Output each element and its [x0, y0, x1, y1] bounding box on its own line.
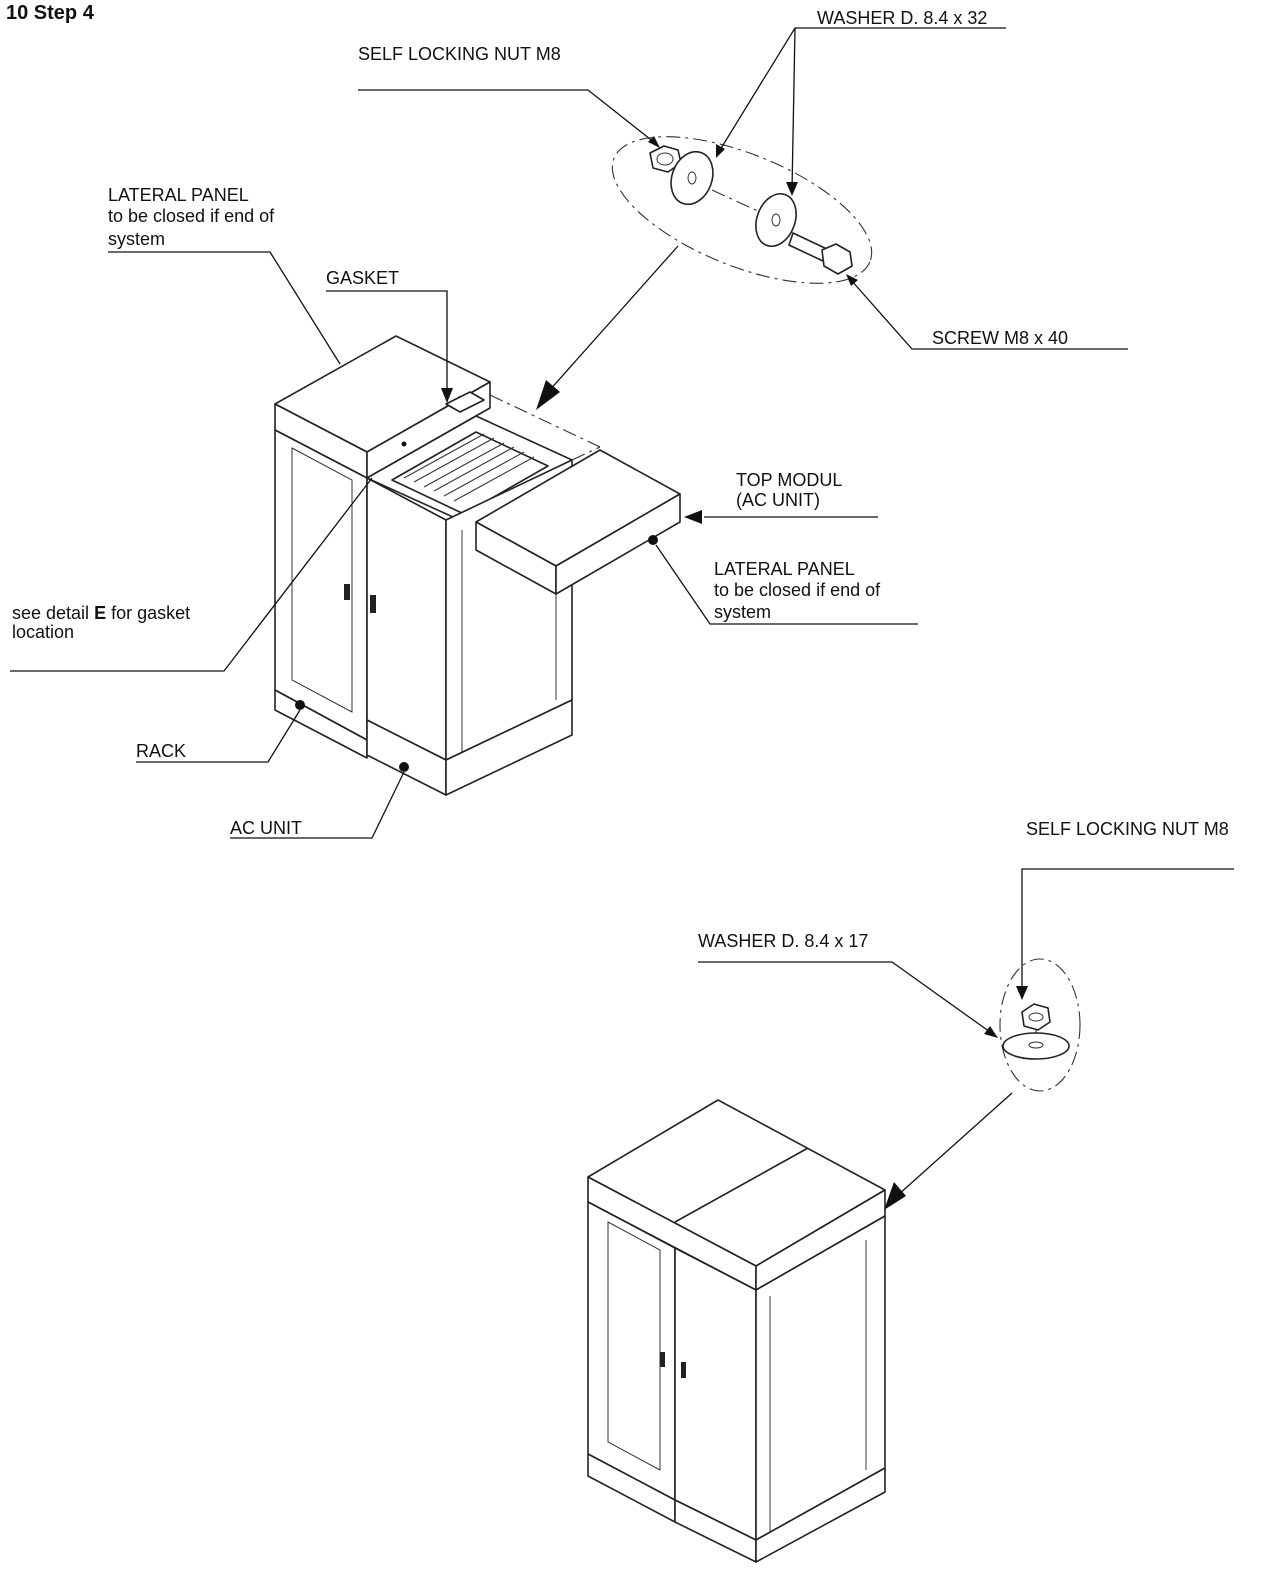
rack-glass-door — [291, 447, 353, 713]
rack-front — [274, 429, 368, 741]
gasket-label: GASKET — [326, 268, 399, 288]
lateral-panel-line2: to be closed if end of — [108, 206, 275, 226]
detail-ellipse — [999, 958, 1081, 1092]
lateral-panel-line2: to be closed if end of — [714, 580, 881, 600]
lateral-panel-title: LATERAL PANEL — [108, 185, 249, 205]
hardware-detail-upper — [358, 27, 1128, 410]
washer-icon — [755, 193, 797, 247]
see-detail-line1: see detail E for gasket — [12, 603, 190, 623]
lateral-panel-title: LATERAL PANEL — [714, 559, 855, 579]
top-modul-label: TOP MODUL (AC UNIT) — [736, 470, 842, 510]
self-locking-nut-label: SELF LOCKING NUT M8 — [358, 44, 561, 64]
washer-17-label: WASHER D. 8.4 x 17 — [698, 931, 868, 951]
washer-icon — [1002, 1032, 1070, 1060]
grille — [403, 433, 535, 502]
ac-unit-label: AC UNIT — [230, 818, 302, 838]
lateral-panel-label-right: LATERAL PANEL to be closed if end of sys… — [714, 559, 881, 622]
hardware-detail-lower — [698, 868, 1234, 1210]
washer-icon — [670, 150, 714, 206]
ac-unit-front — [366, 477, 447, 761]
see-detail-label: see detail E for gasket location — [12, 603, 190, 642]
nut-icon — [1021, 1003, 1051, 1031]
step-title: 10 Step 4 — [6, 2, 95, 24]
screw-icon — [788, 232, 853, 275]
rack-marker — [295, 700, 305, 710]
ac-unit-marker — [399, 762, 409, 772]
top-modul-subtitle: (AC UNIT) — [736, 490, 820, 510]
rack-glass-door — [607, 1221, 661, 1471]
washer-32-label: WASHER D. 8.4 x 32 — [817, 8, 987, 28]
lower-cabinet-assembly — [587, 1099, 886, 1563]
lateral-panel-line3: system — [714, 602, 771, 622]
rack-label: RACK — [136, 741, 186, 761]
lateral-panel-label-left: LATERAL PANEL to be closed if end of sys… — [108, 185, 275, 249]
screw-label: SCREW M8 x 40 — [932, 328, 1068, 348]
top-modul-title: TOP MODUL — [736, 470, 842, 490]
rack-front — [587, 1201, 676, 1501]
see-detail-line2: location — [12, 622, 74, 642]
lateral-panel-line3: system — [108, 229, 165, 249]
gasket-frame — [391, 431, 549, 515]
detail-ellipse — [611, 136, 873, 284]
ac-unit-front — [674, 1247, 757, 1541]
self-locking-nut-label-lower: SELF LOCKING NUT M8 — [1026, 819, 1229, 839]
upper-cabinet-assembly — [10, 251, 918, 839]
